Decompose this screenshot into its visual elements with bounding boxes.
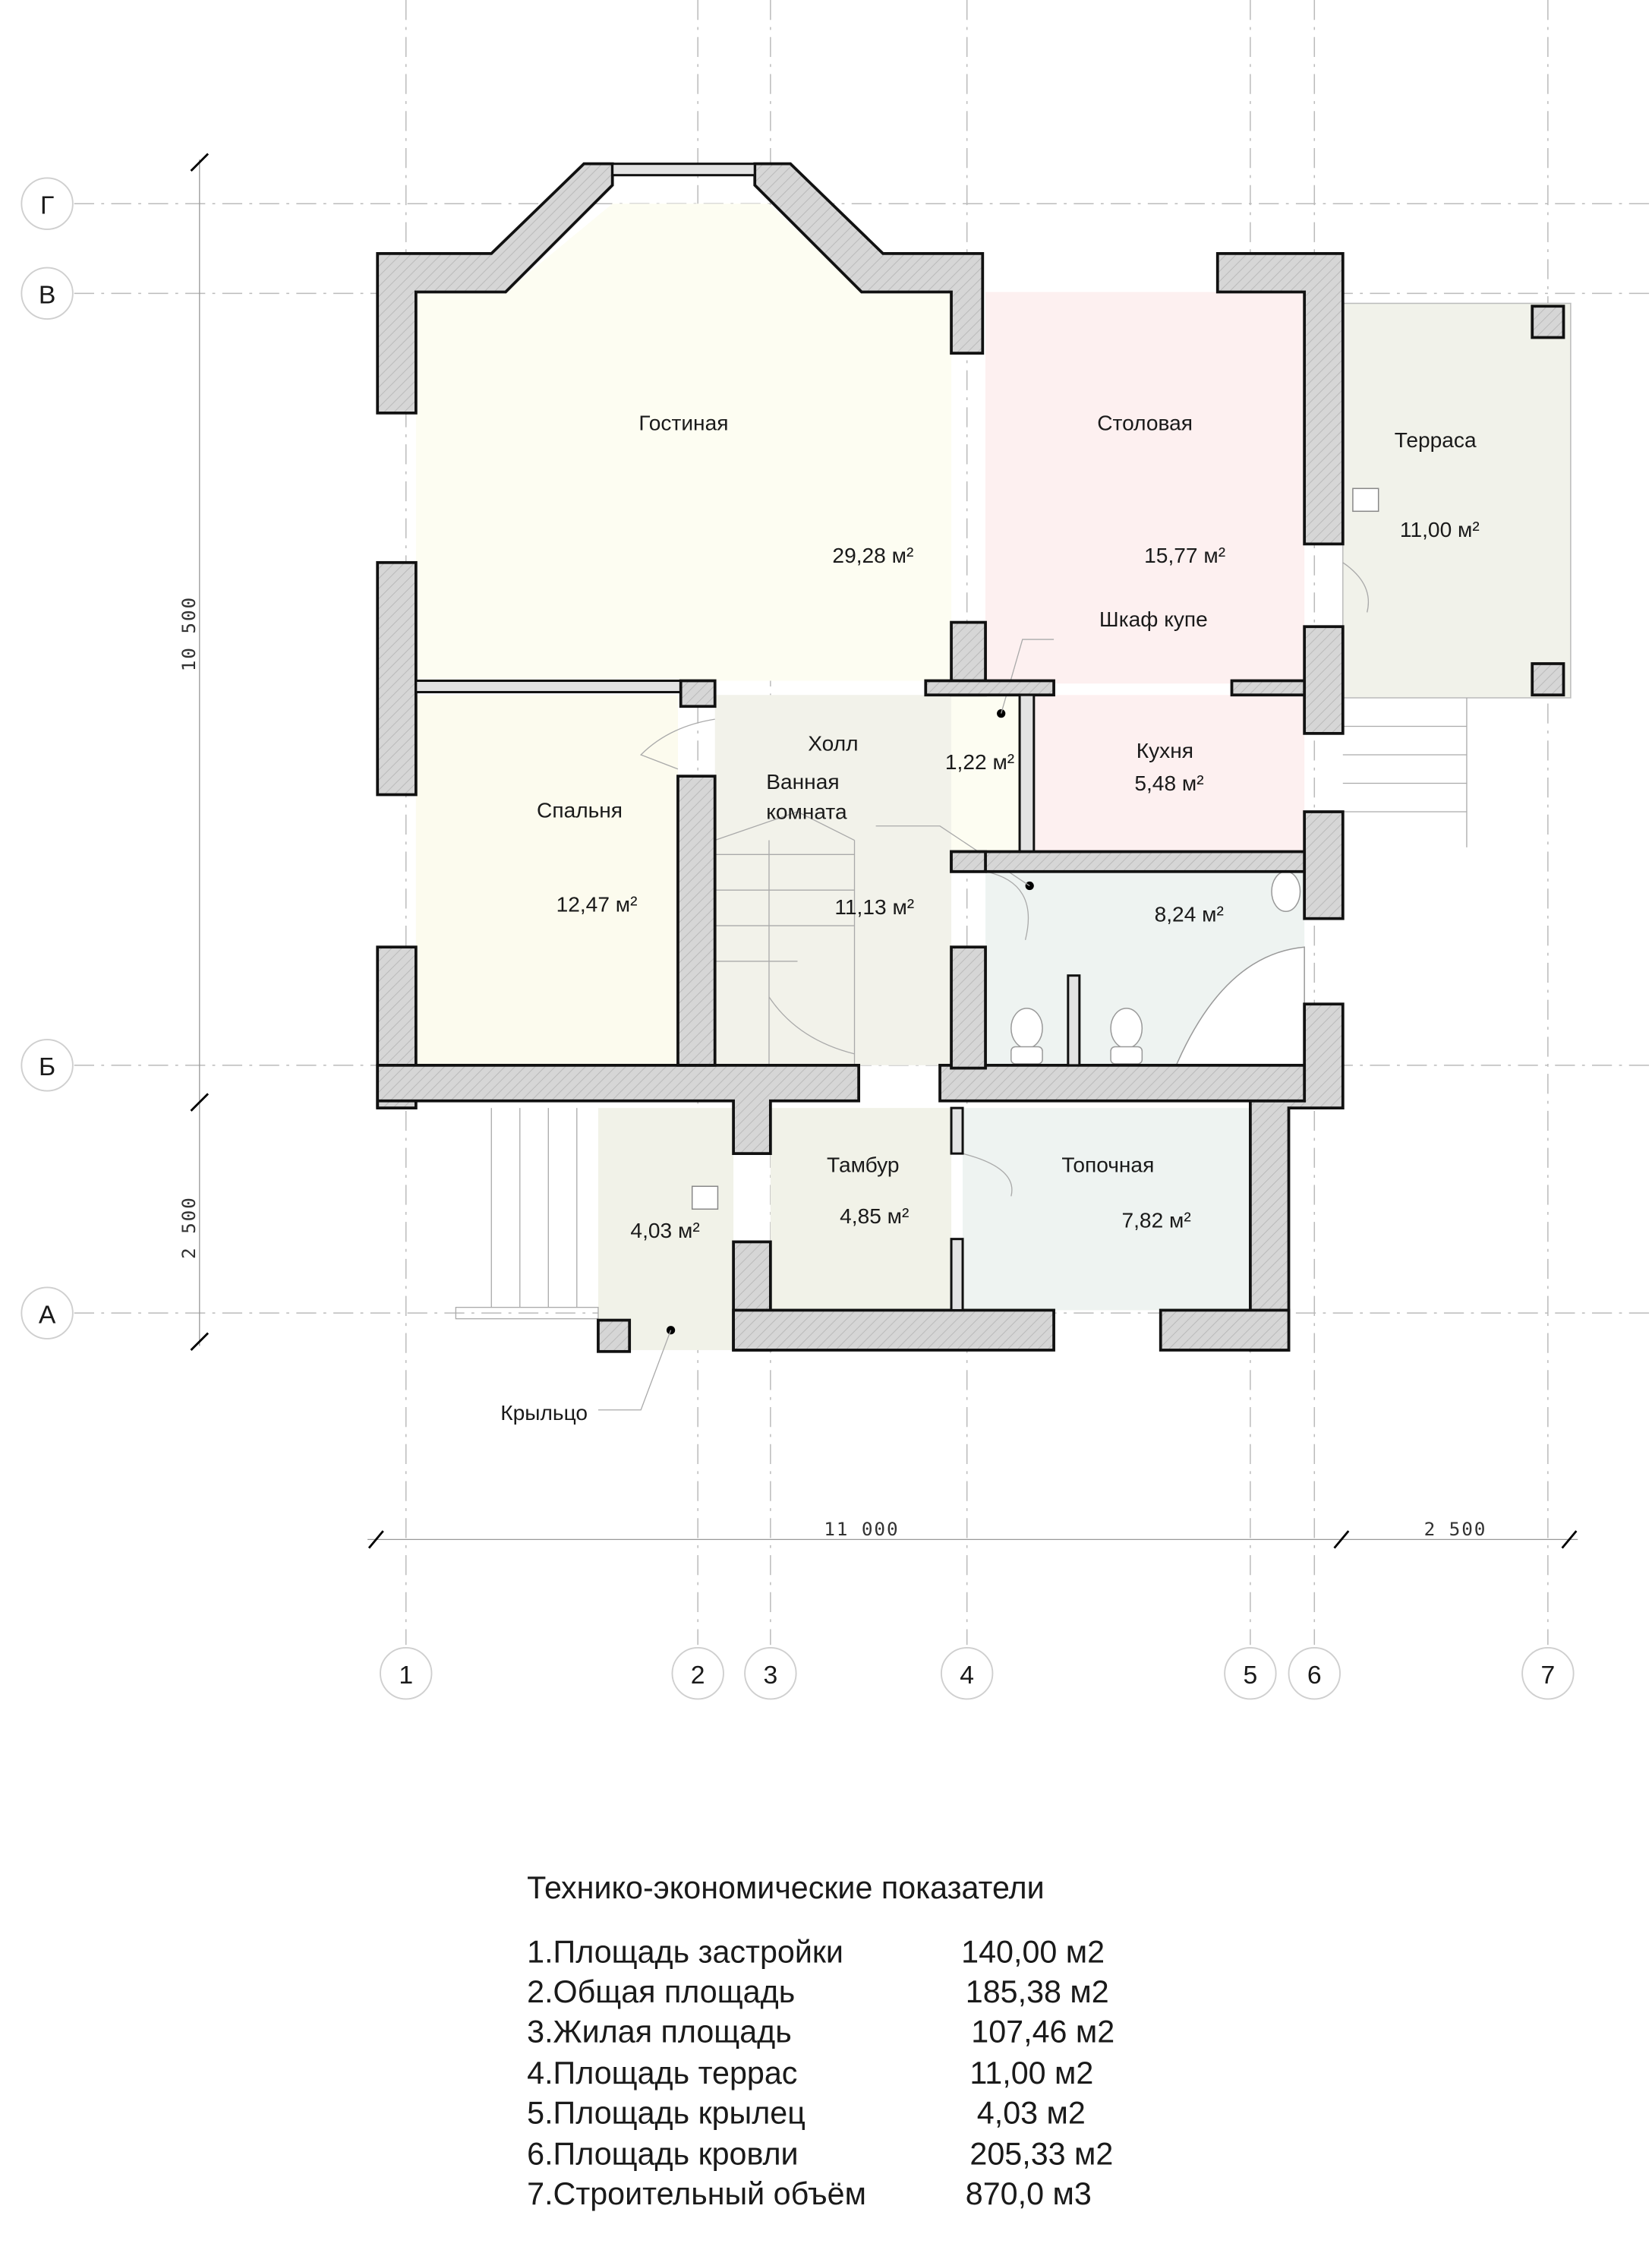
- indicator-label: 7.Строительный объём: [527, 2176, 866, 2211]
- room-area: 8,24 м²: [1155, 902, 1224, 926]
- room-fills: [415, 204, 1572, 1350]
- room-area: 4,03 м²: [630, 1219, 699, 1242]
- drain-icon: [691, 1185, 719, 1210]
- svg-text:В: В: [39, 280, 56, 309]
- room-area: 11,00 м²: [1400, 518, 1480, 541]
- room-area: 7,82 м²: [1121, 1209, 1190, 1232]
- dimension-label: 2 500: [1424, 1518, 1487, 1540]
- axis-marker-7: 7: [1521, 1646, 1575, 1700]
- axis-marker-5: 5: [1224, 1646, 1277, 1700]
- room-labels: Гостиная 29,28 м² Столовая 15,77 м² Терр…: [500, 411, 1479, 1424]
- porch-steps: [455, 1108, 599, 1320]
- room-bedroom: [415, 695, 678, 1065]
- staircase: [714, 811, 856, 1065]
- bathtub-icon: [1175, 946, 1305, 1066]
- room-name: Кухня: [1137, 739, 1193, 762]
- axis-marker-v: В: [20, 267, 74, 320]
- indicator-value: 4,03 м2: [977, 2095, 1086, 2130]
- room-name: комната: [766, 800, 847, 823]
- dimension-label: 10 500: [178, 596, 200, 671]
- room-name: Спальня: [537, 799, 623, 822]
- indicator-value: 140,00 м2: [961, 1934, 1105, 1969]
- indicator-value: 107,46 м2: [971, 2014, 1114, 2049]
- terrace-steps: [1342, 697, 1468, 847]
- svg-text:4: 4: [960, 1661, 974, 1690]
- indicator-value: 185,38 м2: [966, 1974, 1109, 2009]
- toilet-icon: [1110, 1008, 1143, 1065]
- room-area: 5,48 м²: [1134, 772, 1203, 795]
- room-hall: [714, 695, 952, 1065]
- svg-text:7: 7: [1540, 1661, 1555, 1690]
- svg-text:5: 5: [1244, 1661, 1258, 1690]
- room-area: 29,28 м²: [832, 544, 913, 567]
- room-area: 15,77 м²: [1144, 544, 1225, 567]
- axis-marker-4: 4: [940, 1646, 994, 1700]
- axis-marker-6: 6: [1288, 1646, 1341, 1700]
- room-name: Столовая: [1097, 411, 1193, 434]
- room-dining: [985, 292, 1305, 684]
- svg-text:А: А: [39, 1300, 56, 1329]
- indicator-label: 4.Площадь террас: [527, 2056, 797, 2090]
- axis-marker-2: 2: [671, 1646, 724, 1700]
- indicator-value: 11,00 м2: [969, 2056, 1093, 2090]
- svg-text:Г: Г: [40, 191, 54, 219]
- axis-marker-1: 1: [380, 1646, 433, 1700]
- indicator-label: 6.Площадь кровли: [527, 2137, 798, 2172]
- dimension-label: 2 500: [178, 1196, 200, 1259]
- room-name: Тамбур: [827, 1153, 899, 1177]
- room-name: Топочная: [1061, 1153, 1154, 1177]
- room-wardrobe: [951, 695, 1020, 852]
- indicator-label: 3.Жилая площадь: [527, 2014, 792, 2049]
- room-name: Ванная: [766, 770, 839, 794]
- axis-marker-b: Б: [20, 1039, 74, 1092]
- toilet-icon: [1010, 1008, 1043, 1065]
- axis-marker-3: 3: [744, 1646, 797, 1700]
- dimension-label: 11 000: [824, 1518, 899, 1540]
- indicator-label: 2.Общая площадь: [527, 1974, 795, 2009]
- walls: [376, 162, 1565, 1353]
- dimensions: 10 500 2 500 11 000 2 500: [178, 153, 1578, 1549]
- indicators-title: Технико-экономические показатели: [527, 1870, 1045, 1905]
- room-kitchen: [1033, 695, 1305, 852]
- sink-icon: [1271, 871, 1301, 913]
- room-name: Терраса: [1395, 428, 1477, 452]
- room-name: Крыльцо: [500, 1401, 588, 1425]
- room-area: 4,85 м²: [840, 1204, 909, 1228]
- svg-text:3: 3: [763, 1661, 777, 1690]
- room-terrace: [1342, 302, 1572, 699]
- room-name: Холл: [808, 731, 858, 755]
- svg-text:2: 2: [691, 1661, 705, 1690]
- indicator-value: 205,33 м2: [969, 2137, 1113, 2172]
- indicator-label: 5.Площадь крылец: [527, 2095, 806, 2130]
- indicator-value: 870,0 м3: [966, 2176, 1092, 2211]
- axis-markers: 1 2 3 4 5 6 7 Г В Б А: [20, 177, 1575, 1700]
- svg-text:6: 6: [1307, 1661, 1322, 1690]
- indicators-table: Технико-экономические показатели 1.Площа…: [527, 1870, 1114, 2211]
- room-name: Гостиная: [638, 411, 728, 434]
- room-area: 11,13 м²: [834, 895, 914, 919]
- indicator-label: 1.Площадь застройки: [527, 1934, 843, 1969]
- room-living: [415, 204, 952, 681]
- svg-text:1: 1: [399, 1661, 413, 1690]
- axis-marker-g: Г: [20, 177, 74, 230]
- axis-marker-a: А: [20, 1286, 74, 1339]
- svg-text:Б: Б: [39, 1052, 55, 1081]
- room-area: 12,47 м²: [556, 892, 638, 916]
- room-boiler: [963, 1108, 1250, 1311]
- room-porch: [597, 1108, 734, 1350]
- room-vestibule: [770, 1108, 952, 1311]
- room-area: 1,22 м²: [945, 750, 1014, 774]
- room-name: Шкаф купе: [1099, 607, 1208, 631]
- drain-icon: [1352, 488, 1379, 513]
